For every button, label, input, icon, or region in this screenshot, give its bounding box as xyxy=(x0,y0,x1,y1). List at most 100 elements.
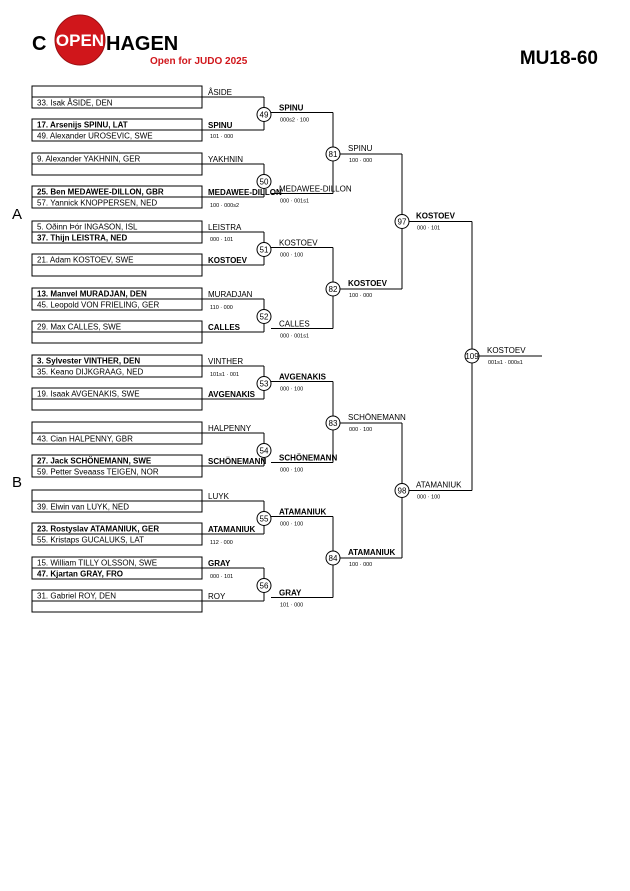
competitor-entry: 5. Oðinn Þór INGASON, ISL xyxy=(37,223,138,232)
round3-score: 000 · 100 xyxy=(349,427,372,433)
competitor-entry: 13. Manvel MURADJAN, DEN xyxy=(37,290,147,299)
round1-score: 000 · 101 xyxy=(210,574,233,580)
round2-top-name: KOSTOEV xyxy=(279,239,318,248)
match-circle xyxy=(256,578,272,593)
round3-top-name: SPINU xyxy=(348,144,373,153)
competitor-entry: 31. Gabriel ROY, DEN xyxy=(37,592,116,601)
competitor-entry: 49. Alexander UROSEVIC, SWE xyxy=(37,132,153,141)
round2-bottom-name: SCHÖNEMANN xyxy=(279,454,337,463)
logo-subtitle: Open for JUDO 2025 xyxy=(150,56,248,67)
competitor-entry: 45. Leopold VON FRIELING, GER xyxy=(37,301,159,310)
match-circle xyxy=(256,309,272,324)
round1-bottom-name: MEDAWEE-DILLON xyxy=(208,188,282,197)
final-score: 001s1 · 000s1 xyxy=(488,360,523,366)
round1-top-name: MURADJAN xyxy=(208,290,253,299)
round3-top-name: SCHÖNEMANN xyxy=(348,413,406,422)
round1-score: 000 · 101 xyxy=(210,237,233,243)
round1-top-name: LEISTRA xyxy=(208,223,242,232)
match-number: 84 xyxy=(329,554,338,563)
round1-score: 101 · 000 xyxy=(210,134,233,140)
match-number: 53 xyxy=(260,380,269,389)
round2-bottom-name: MEDAWEE-DILLON xyxy=(279,185,352,194)
competitor-entry: 19. Isaak AVGENAKIS, SWE xyxy=(37,390,140,399)
round2-score: 000 · 100 xyxy=(280,468,303,474)
competitor-entry: 57. Yannick KNOPPERSEN, NED xyxy=(37,199,157,208)
round3-score: 100 · 000 xyxy=(349,293,372,299)
round1-top-name: HALPENNY xyxy=(208,424,252,433)
round1-score: 110 · 000 xyxy=(210,305,233,311)
semifinal-top-name: KOSTOEV xyxy=(416,212,456,221)
match-number: 83 xyxy=(329,419,338,428)
match-number: 98 xyxy=(398,487,407,496)
round2-score: 000s2 · 100 xyxy=(280,118,309,124)
match-circle xyxy=(256,107,272,122)
match-number: 81 xyxy=(329,150,338,159)
competitor-entry: 47. Kjartan GRAY, FRO xyxy=(37,570,123,579)
competitor-entry: 43. Cian HALPENNY, GBR xyxy=(37,435,133,444)
match-number: 55 xyxy=(260,515,269,524)
round1-bottom-name: KOSTOEV xyxy=(208,256,248,265)
match-circle xyxy=(256,242,272,257)
category-title: MU18-60 xyxy=(520,48,598,69)
round1-bottom-name: ATAMANIUK xyxy=(208,525,255,534)
round1-bottom-name: SPINU xyxy=(208,121,233,130)
round2-score: 101 · 000 xyxy=(280,603,303,609)
match-number: 54 xyxy=(260,447,269,456)
competitor-entry: 3. Sylvester VINTHER, DEN xyxy=(37,357,140,366)
competitor-entry: 25. Ben MEDAWEE-DILLON, GBR xyxy=(37,188,164,197)
round2-score: 000 · 100 xyxy=(280,253,303,259)
bracket: 33. Isak ÅSIDE, DEN 17. Arsenijs SPINU, L… xyxy=(31,85,542,613)
pool-label-a: A xyxy=(12,206,22,223)
match-circle xyxy=(256,511,272,526)
logo-letter-c: C xyxy=(32,33,46,55)
semifinal-bottom-name: ATAMANIUK xyxy=(416,481,462,490)
competitor-entry: 59. Petter Sveaass TEIGEN, NOR xyxy=(37,468,159,477)
round1-top-name: VINTHER xyxy=(208,357,243,366)
competitor-entry: 29. Max CALLES, SWE xyxy=(37,323,121,332)
round1-score: 100 · 000s2 xyxy=(210,203,239,209)
semifinal-score: 000 · 101 xyxy=(417,226,440,232)
round1-bottom-name: AVGENAKIS xyxy=(208,390,256,399)
match-number: 109 xyxy=(465,352,479,361)
round3-score: 100 · 000 xyxy=(349,562,372,568)
round3-bottom-name: KOSTOEV xyxy=(348,279,388,288)
round1-top-name: LUYK xyxy=(208,492,230,501)
competitor-entry: 9. Alexander YAKHNIN, GER xyxy=(37,155,141,164)
match-number: 82 xyxy=(329,285,338,294)
match-circle xyxy=(256,174,272,189)
competitor-entry: 17. Arsenijs SPINU, LAT xyxy=(37,121,128,130)
competitor-entry: 27. Jack SCHÖNEMANN, SWE xyxy=(37,457,152,466)
event-logo: C OPEN HAGEN Open for JUDO 2025 xyxy=(32,14,248,67)
match-number: 49 xyxy=(260,111,269,120)
logo-hagen-text: HAGEN xyxy=(106,33,178,55)
competitor-entry: 15. William TILLY OLSSON, SWE xyxy=(37,559,157,568)
pool-label-b: B xyxy=(12,474,22,491)
round1-bottom-name: ROY xyxy=(208,592,226,601)
round3-score: 100 · 000 xyxy=(349,158,372,164)
round1-bottom-name: CALLES xyxy=(208,323,241,332)
round1-score: 101s1 · 001 xyxy=(210,372,239,378)
match-number: 56 xyxy=(260,582,269,591)
competitor-entry: 35. Keano DIJKGRAAG, NED xyxy=(37,368,143,377)
competitor-entry: 23. Rostyslav ATAMANIUK, GER xyxy=(37,525,159,534)
competitor-entry: 33. Isak ÅSIDE, DEN xyxy=(37,99,113,108)
round1-top-name: GRAY xyxy=(208,559,231,568)
competitor-entry: 21. Adam KOSTOEV, SWE xyxy=(37,256,134,265)
round1-score: 112 · 000 xyxy=(210,540,233,546)
round3-bottom-name: ATAMANIUK xyxy=(348,548,395,557)
competitor-entry: 39. Elwin van LUYK, NED xyxy=(37,503,129,512)
round1-top-name: YAKHNIN xyxy=(208,155,243,164)
competitor-entry: 55. Kristaps GUCALUKS, LAT xyxy=(37,536,144,545)
round2-score: 000 · 001s1 xyxy=(280,334,309,340)
round1-top-name: ÅSIDE xyxy=(208,88,232,97)
logo-circle xyxy=(54,14,106,66)
round1-bottom-name: SCHÖNEMANN xyxy=(208,457,266,466)
round2-score: 000 · 100 xyxy=(280,522,303,528)
competitor-entry: 37. Thijn LEISTRA, NED xyxy=(37,234,127,243)
semifinal-score: 000 · 100 xyxy=(417,495,440,501)
match-number: 50 xyxy=(260,178,269,187)
round2-bottom-name: CALLES xyxy=(279,320,310,329)
round2-top-name: SPINU xyxy=(279,104,304,113)
match-number: 52 xyxy=(260,313,269,322)
